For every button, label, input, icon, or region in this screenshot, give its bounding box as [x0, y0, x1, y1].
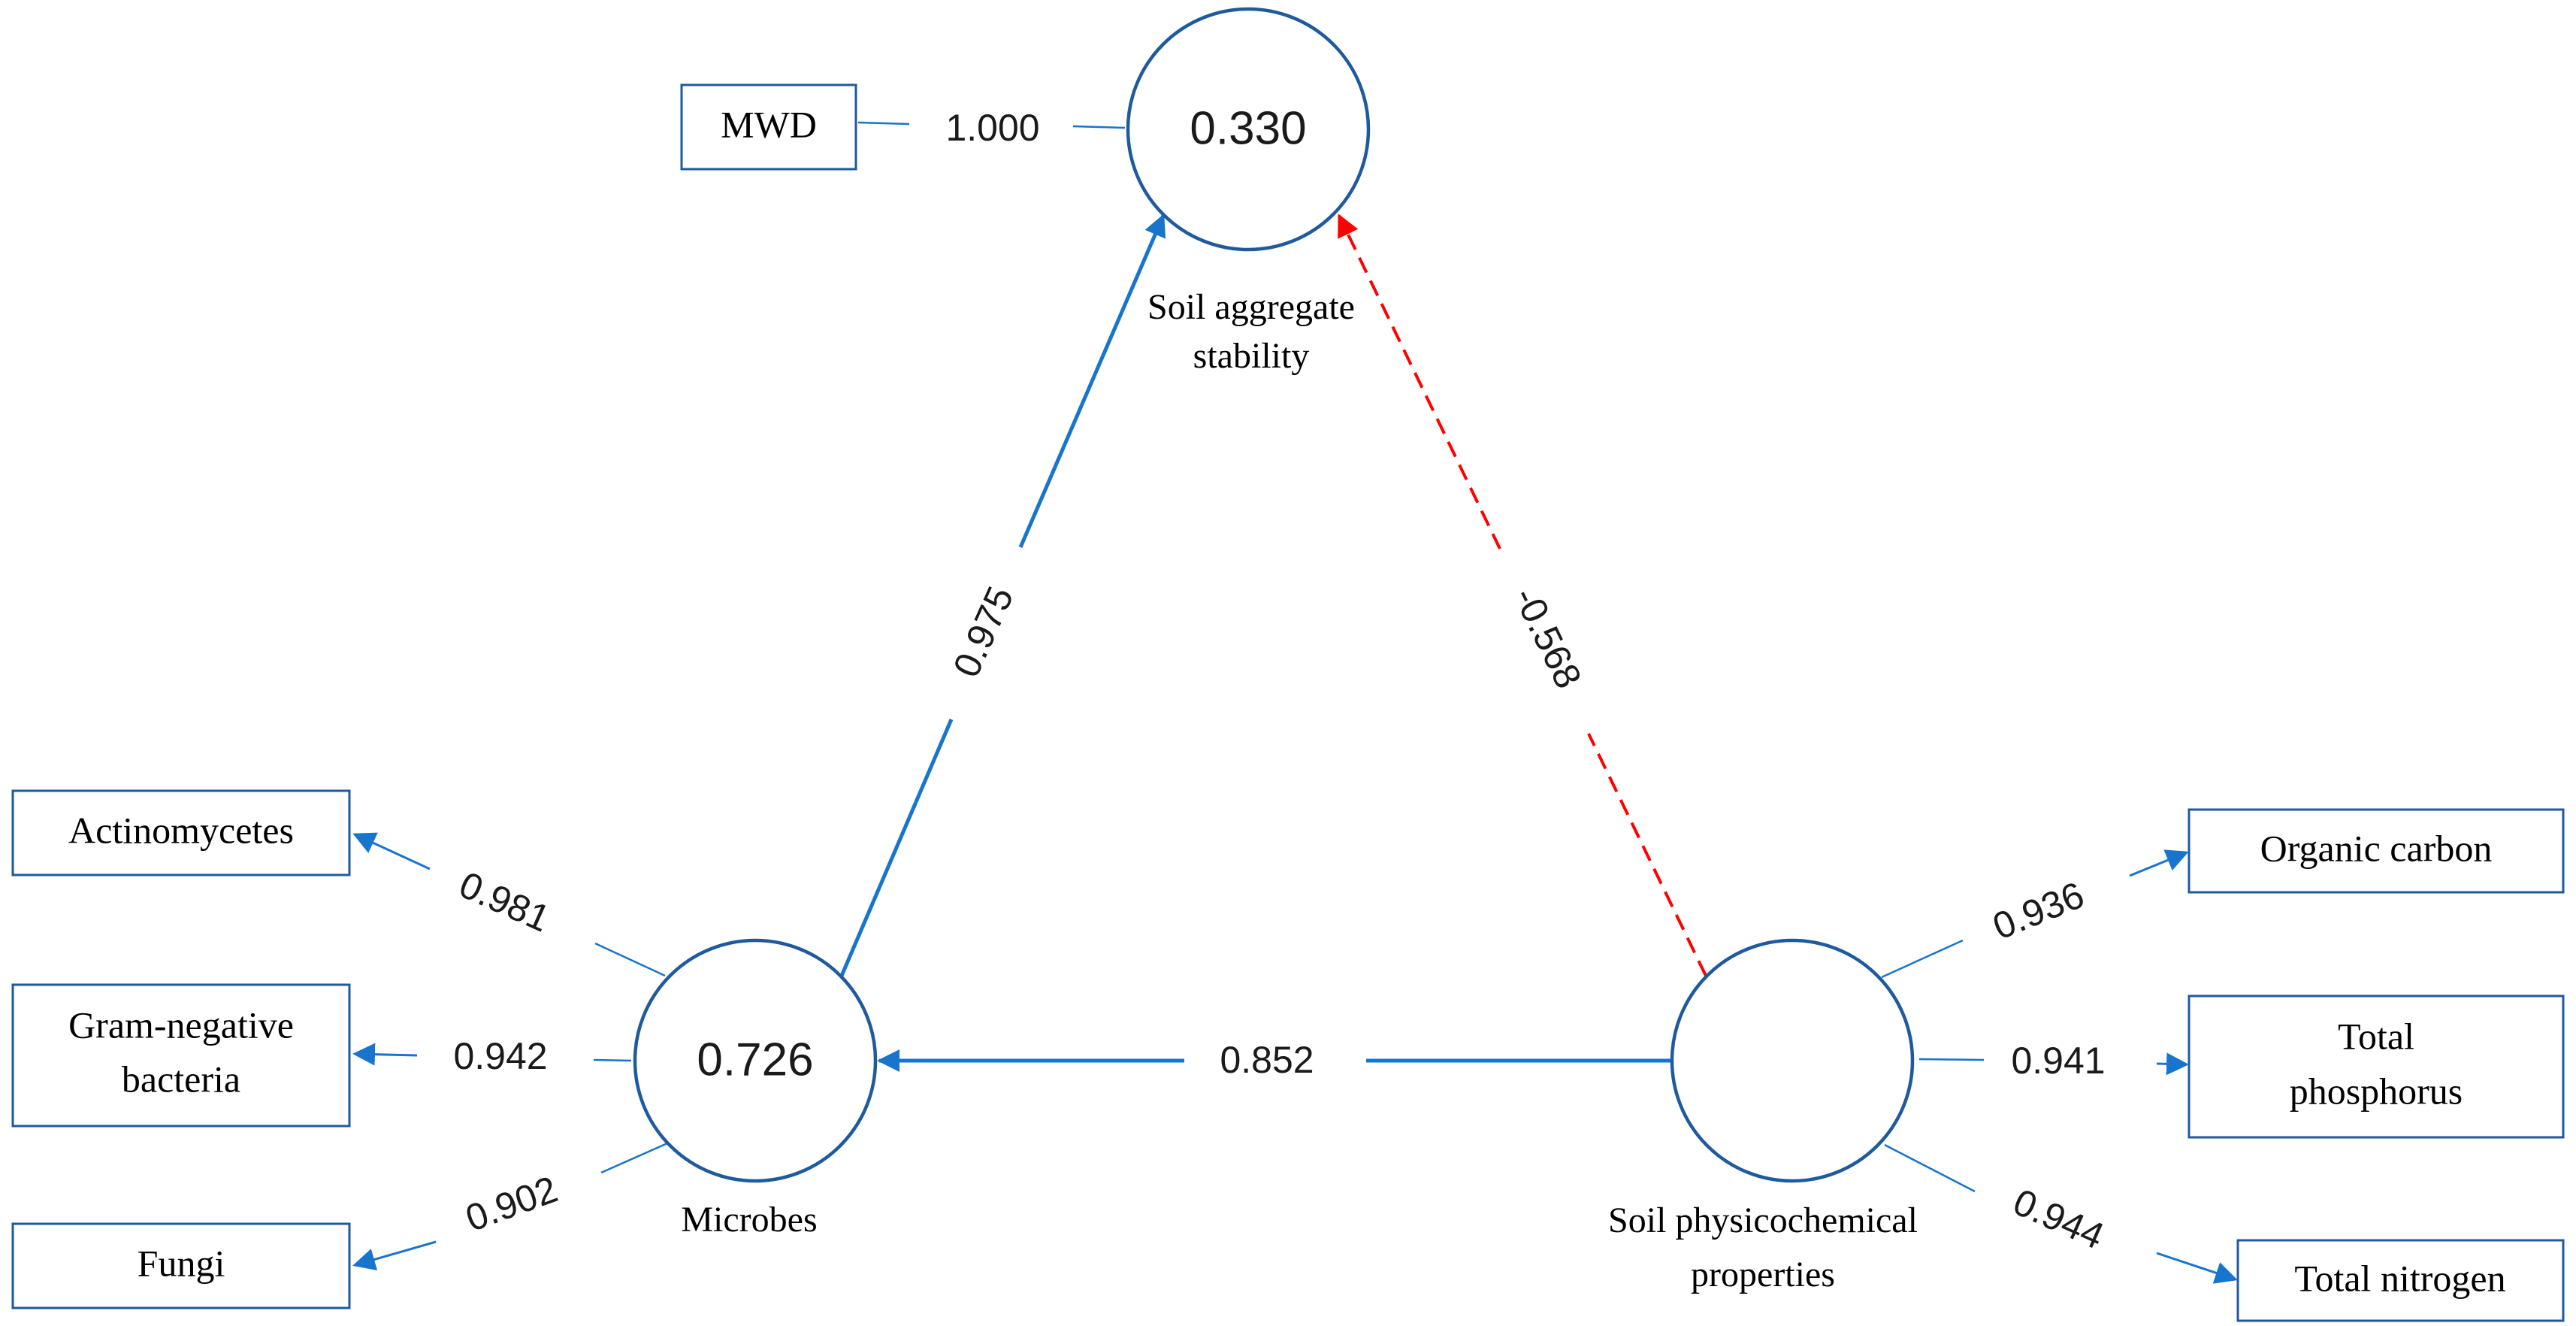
latent-circle-microbes: [633, 938, 878, 1183]
indicator-box-nitrogen: [2236, 1239, 2565, 1322]
indicator-nitrogen-group: Total nitrogen 0.944: [1884, 1143, 2565, 1322]
loading-fungi: 0.902: [460, 1168, 563, 1240]
latent-circle-physico: [1670, 938, 1915, 1183]
path-physico-to-stability: -0.568: [1338, 213, 1707, 976]
indicator-label-mwd: MWD: [721, 103, 817, 145]
loading-organic-carbon: 0.936: [1987, 873, 2090, 948]
coef-physico-to-microbes: 0.852: [1220, 1039, 1314, 1081]
latent-soil-physicochemical-properties: Soil physicochemical properties: [1608, 938, 1918, 1294]
loading-phosphorus: 0.941: [2011, 1040, 2105, 1082]
indicator-label-phosphorus-line1: Total: [2338, 1015, 2414, 1057]
r2-stability: 0.330: [1190, 102, 1306, 154]
indicator-phosphorus-group: Total phosphorus 0.941: [1918, 994, 2565, 1139]
latent-label-physico-line2: properties: [1691, 1255, 1835, 1294]
loading-mwd: 1.000: [945, 107, 1039, 149]
latent-label-stability-line2: stability: [1193, 336, 1310, 376]
latent-circle-stability: [1126, 7, 1371, 252]
indicator-box-fungi: [11, 1222, 351, 1309]
indicator-label-actinomycetes: Actinomycetes: [68, 809, 294, 851]
latent-microbes: 0.726 Microbes: [633, 938, 878, 1240]
loading-nitrogen: 0.944: [2007, 1181, 2110, 1258]
coef-physico-to-stability: -0.568: [1505, 580, 1589, 695]
path-microbes-to-stability: 0.975: [839, 213, 1166, 976]
indicator-label-organic-carbon: Organic carbon: [2260, 827, 2493, 869]
indicator-label-phosphorus-line2: phosphorus: [2290, 1070, 2463, 1112]
coef-microbes-to-stability: 0.975: [945, 580, 1022, 683]
path-physico-to-microbes: 0.852: [877, 1039, 1673, 1081]
indicator-fungi-group: Fungi 0.902: [11, 1142, 668, 1309]
indicator-label-gram-line1: Gram-negative: [68, 1004, 294, 1046]
indicator-box-phosphorus: [2187, 994, 2565, 1139]
loading-actinomycetes: 0.981: [453, 864, 556, 940]
indicator-box-mwd: [680, 83, 857, 171]
indicator-mwd-group: MWD 1.000: [680, 83, 1126, 171]
indicator-label-gram-line2: bacteria: [122, 1058, 240, 1100]
latent-label-stability-line1: Soil aggregate: [1147, 287, 1355, 327]
indicator-gram-negative-group: Gram-negative bacteria 0.942: [11, 983, 632, 1128]
indicator-box-gram-negative: [11, 983, 351, 1128]
indicator-box-actinomycetes: [11, 789, 351, 876]
indicator-label-nitrogen: Total nitrogen: [2294, 1257, 2505, 1299]
latent-label-physico-line1: Soil physicochemical: [1608, 1200, 1918, 1240]
r2-microbes: 0.726: [697, 1034, 813, 1085]
indicator-label-fungi: Fungi: [138, 1242, 225, 1284]
latent-label-microbes: Microbes: [681, 1200, 817, 1240]
latent-soil-aggregate-stability: 0.330 Soil aggregate stability: [1126, 7, 1371, 376]
indicator-actinomycetes-group: Actinomycetes 0.981: [11, 789, 666, 977]
indicator-box-organic-carbon: [2187, 808, 2565, 894]
loading-gram-negative: 0.942: [453, 1035, 547, 1077]
indicator-organic-carbon-group: Organic carbon 0.936: [1881, 808, 2565, 979]
